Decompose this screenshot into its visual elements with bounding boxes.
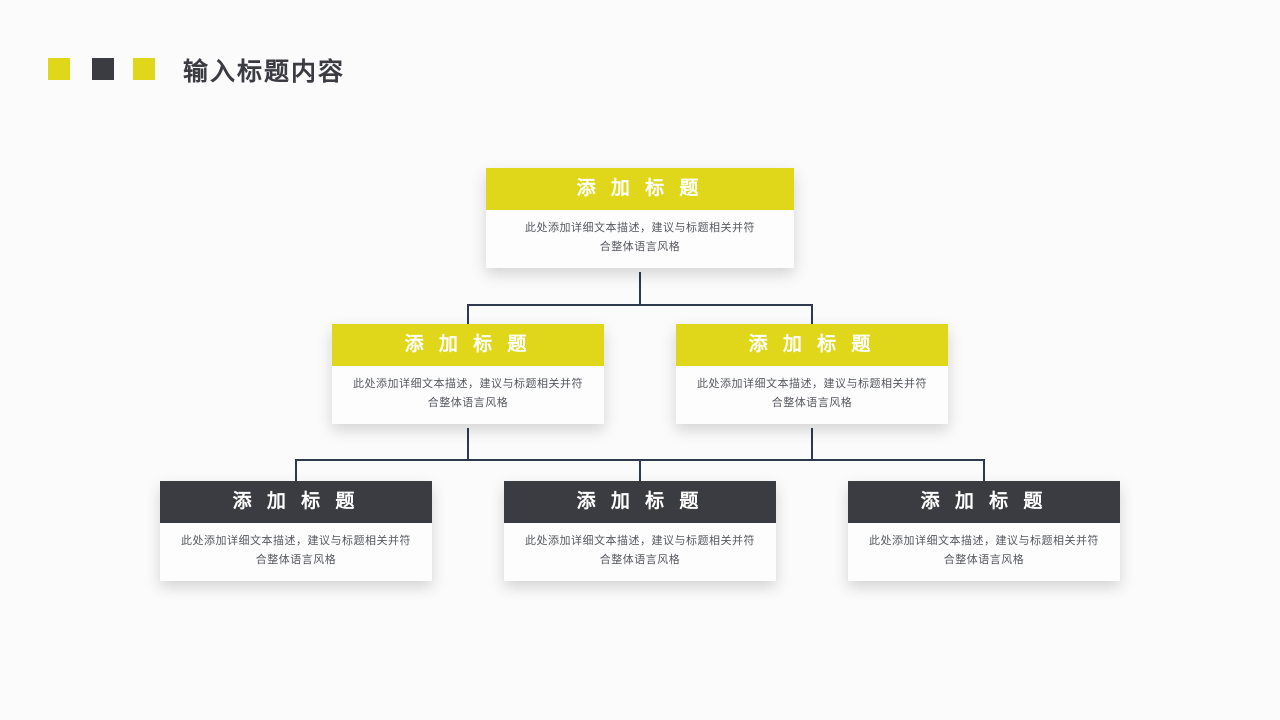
connector-root-vertical (639, 272, 641, 306)
node-root-title: 添 加 标 题 (486, 168, 794, 210)
node-level2-left-title: 添 加 标 题 (332, 324, 604, 366)
square-yellow-1-icon (48, 58, 70, 80)
square-yellow-2-icon (133, 58, 155, 80)
connector-level2-right-drop (811, 304, 813, 326)
square-dark-icon (92, 58, 114, 80)
node-level2-left-body: 此处添加详细文本描述，建议与标题相关并符 合整体语言风格 (332, 366, 604, 424)
node-level2-right[interactable]: 添 加 标 题 此处添加详细文本描述，建议与标题相关并符 合整体语言风格 (676, 324, 948, 424)
node-level3-3[interactable]: 添 加 标 题 此处添加详细文本描述，建议与标题相关并符 合整体语言风格 (848, 481, 1120, 581)
node-level2-right-desc-line1: 此处添加详细文本描述，建议与标题相关并符 (697, 378, 927, 390)
node-level2-right-body: 此处添加详细文本描述，建议与标题相关并符 合整体语言风格 (676, 366, 948, 424)
connector-l2-2-vertical (811, 428, 813, 461)
connector-level2-horizontal (467, 304, 813, 306)
node-root-body: 此处添加详细文本描述，建议与标题相关并符 合整体语言风格 (486, 210, 794, 268)
node-level2-right-title: 添 加 标 题 (676, 324, 948, 366)
node-level3-3-title: 添 加 标 题 (848, 481, 1120, 523)
node-root-desc-line2: 合整体语言风格 (599, 241, 681, 253)
node-level3-2-desc-line2: 合整体语言风格 (599, 554, 681, 566)
node-level3-3-desc-line2: 合整体语言风格 (943, 554, 1025, 566)
node-root[interactable]: 添 加 标 题 此处添加详细文本描述，建议与标题相关并符 合整体语言风格 (486, 168, 794, 268)
node-level3-3-body: 此处添加详细文本描述，建议与标题相关并符 合整体语言风格 (848, 523, 1120, 581)
node-level3-1-title: 添 加 标 题 (160, 481, 432, 523)
page-title: 输入标题内容 (183, 58, 346, 86)
connector-l2-1-vertical (467, 428, 469, 461)
node-level3-1[interactable]: 添 加 标 题 此处添加详细文本描述，建议与标题相关并符 合整体语言风格 (160, 481, 432, 581)
node-level2-left-desc-line1: 此处添加详细文本描述，建议与标题相关并符 (353, 378, 583, 390)
node-level3-2[interactable]: 添 加 标 题 此处添加详细文本描述，建议与标题相关并符 合整体语言风格 (504, 481, 776, 581)
node-level3-2-body: 此处添加详细文本描述，建议与标题相关并符 合整体语言风格 (504, 523, 776, 581)
node-level3-2-title: 添 加 标 题 (504, 481, 776, 523)
connector-level3-left-drop (295, 459, 297, 483)
node-level2-left[interactable]: 添 加 标 题 此处添加详细文本描述，建议与标题相关并符 合整体语言风格 (332, 324, 604, 424)
node-level3-2-desc-line1: 此处添加详细文本描述，建议与标题相关并符 (525, 535, 755, 547)
node-level3-3-desc-line1: 此处添加详细文本描述，建议与标题相关并符 (869, 535, 1099, 547)
connector-level2-left-drop (467, 304, 469, 326)
connector-level3-right-drop (983, 459, 985, 483)
node-level3-1-desc-line2: 合整体语言风格 (255, 554, 337, 566)
node-level3-1-desc-line1: 此处添加详细文本描述，建议与标题相关并符 (181, 535, 411, 547)
node-level2-left-desc-line2: 合整体语言风格 (427, 397, 509, 409)
node-root-desc-line1: 此处添加详细文本描述，建议与标题相关并符 (525, 222, 755, 234)
node-level3-1-body: 此处添加详细文本描述，建议与标题相关并符 合整体语言风格 (160, 523, 432, 581)
node-level2-right-desc-line2: 合整体语言风格 (771, 397, 853, 409)
slide-header: 输入标题内容 (0, 0, 1280, 120)
connector-level3-mid-drop (639, 459, 641, 483)
